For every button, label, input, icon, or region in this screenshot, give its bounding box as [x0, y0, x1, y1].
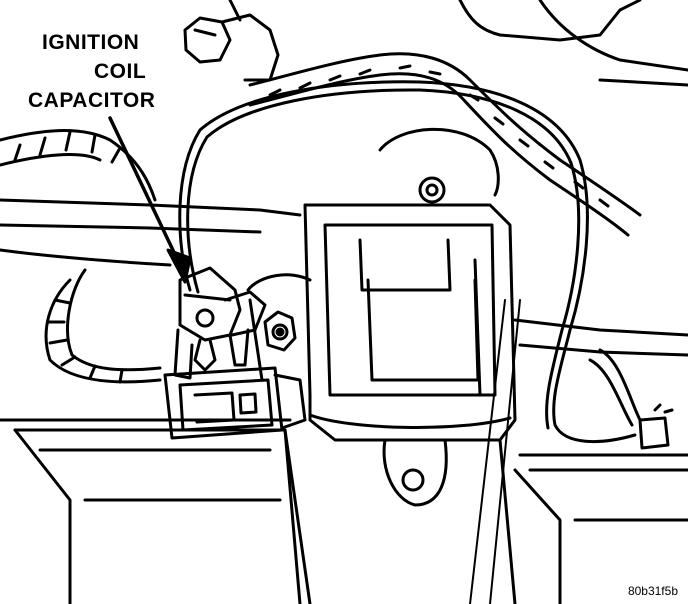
callout-line-3: CAPACITOR: [28, 89, 156, 112]
mounting-ear: [382, 438, 448, 507]
ignition-coil-module: [303, 127, 517, 442]
harness-clip: [588, 348, 674, 450]
wiring-harness-upper: [248, 52, 642, 237]
firewall-panel: [0, 0, 688, 234]
bolt-head-top: [183, 0, 280, 82]
lower-panels: [0, 418, 688, 604]
callout-arrow: [108, 116, 192, 284]
mounting-nut: [263, 310, 297, 352]
wiring-harness-left: [0, 129, 162, 384]
cowl-ledge: [0, 248, 688, 604]
callout-line-2: COIL: [94, 60, 147, 83]
coil-bracket: [173, 273, 312, 382]
figure-id: 80b31f5b: [627, 584, 678, 598]
callout-line-1: IGNITION: [42, 31, 140, 54]
capacitor-wire: [178, 80, 637, 444]
